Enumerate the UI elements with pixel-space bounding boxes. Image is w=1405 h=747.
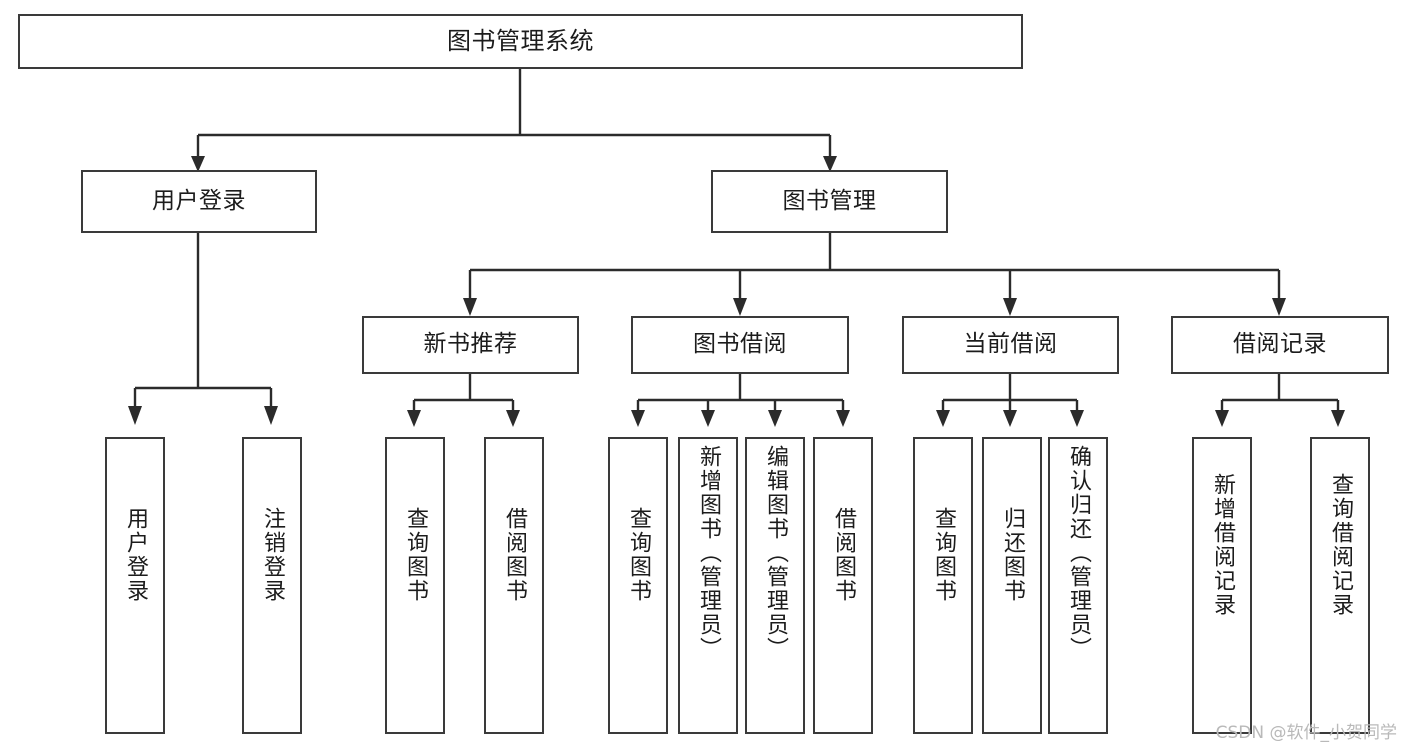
leaf-add-borrow-record[interactable]: 新增借阅记录	[1192, 437, 1252, 734]
leaf-user-login[interactable]: 用户登录	[105, 437, 165, 734]
node-label: 查询借阅记录	[1328, 473, 1353, 617]
node-book-management[interactable]: 图书管理	[711, 170, 948, 233]
node-label: 新增借阅记录	[1210, 473, 1235, 617]
node-label: 图书借阅	[693, 331, 787, 358]
node-label: 查询图书	[403, 507, 428, 603]
leaf-query-borrow-record[interactable]: 查询借阅记录	[1310, 437, 1370, 734]
node-label: 查询图书	[931, 507, 956, 603]
node-label: 借阅图书	[831, 507, 856, 603]
node-label: 用户登录	[123, 507, 148, 603]
node-label: 确认归还（管理员）	[1066, 445, 1091, 661]
node-book-borrow[interactable]: 图书借阅	[631, 316, 849, 374]
node-label: 归还图书	[1000, 507, 1025, 603]
leaf-confirm-return-admin[interactable]: 确认归还（管理员）	[1048, 437, 1108, 734]
node-new-book-recommend[interactable]: 新书推荐	[362, 316, 579, 374]
node-current-borrow[interactable]: 当前借阅	[902, 316, 1119, 374]
leaf-query-book-current[interactable]: 查询图书	[913, 437, 973, 734]
node-label: 注销登录	[260, 507, 285, 603]
node-label: 借阅图书	[502, 507, 527, 603]
node-label: 查询图书	[626, 507, 651, 603]
leaf-borrow-book[interactable]: 借阅图书	[813, 437, 873, 734]
node-label: 新增图书（管理员）	[696, 445, 721, 661]
node-label: 新书推荐	[423, 331, 518, 358]
node-label: 用户登录	[152, 187, 246, 214]
node-label: 编辑图书（管理员）	[763, 445, 788, 661]
leaf-logout[interactable]: 注销登录	[242, 437, 302, 734]
node-user-login[interactable]: 用户登录	[81, 170, 317, 233]
csdn-watermark: CSDN @软件_小贺同学	[1215, 723, 1397, 743]
node-label: 当前借阅	[963, 331, 1058, 358]
leaf-edit-book-admin[interactable]: 编辑图书（管理员）	[745, 437, 805, 734]
node-label: 借阅记录	[1233, 331, 1327, 358]
node-borrow-record[interactable]: 借阅记录	[1171, 316, 1389, 374]
node-label: 图书管理系统	[447, 27, 594, 56]
leaf-query-book-borrow[interactable]: 查询图书	[608, 437, 668, 734]
node-root-system[interactable]: 图书管理系统	[18, 14, 1023, 69]
leaf-query-book-recommend[interactable]: 查询图书	[385, 437, 445, 734]
leaf-borrow-book-recommend[interactable]: 借阅图书	[484, 437, 544, 734]
node-label: 图书管理	[782, 187, 877, 214]
leaf-return-book[interactable]: 归还图书	[982, 437, 1042, 734]
leaf-add-book-admin[interactable]: 新增图书（管理员）	[678, 437, 738, 734]
